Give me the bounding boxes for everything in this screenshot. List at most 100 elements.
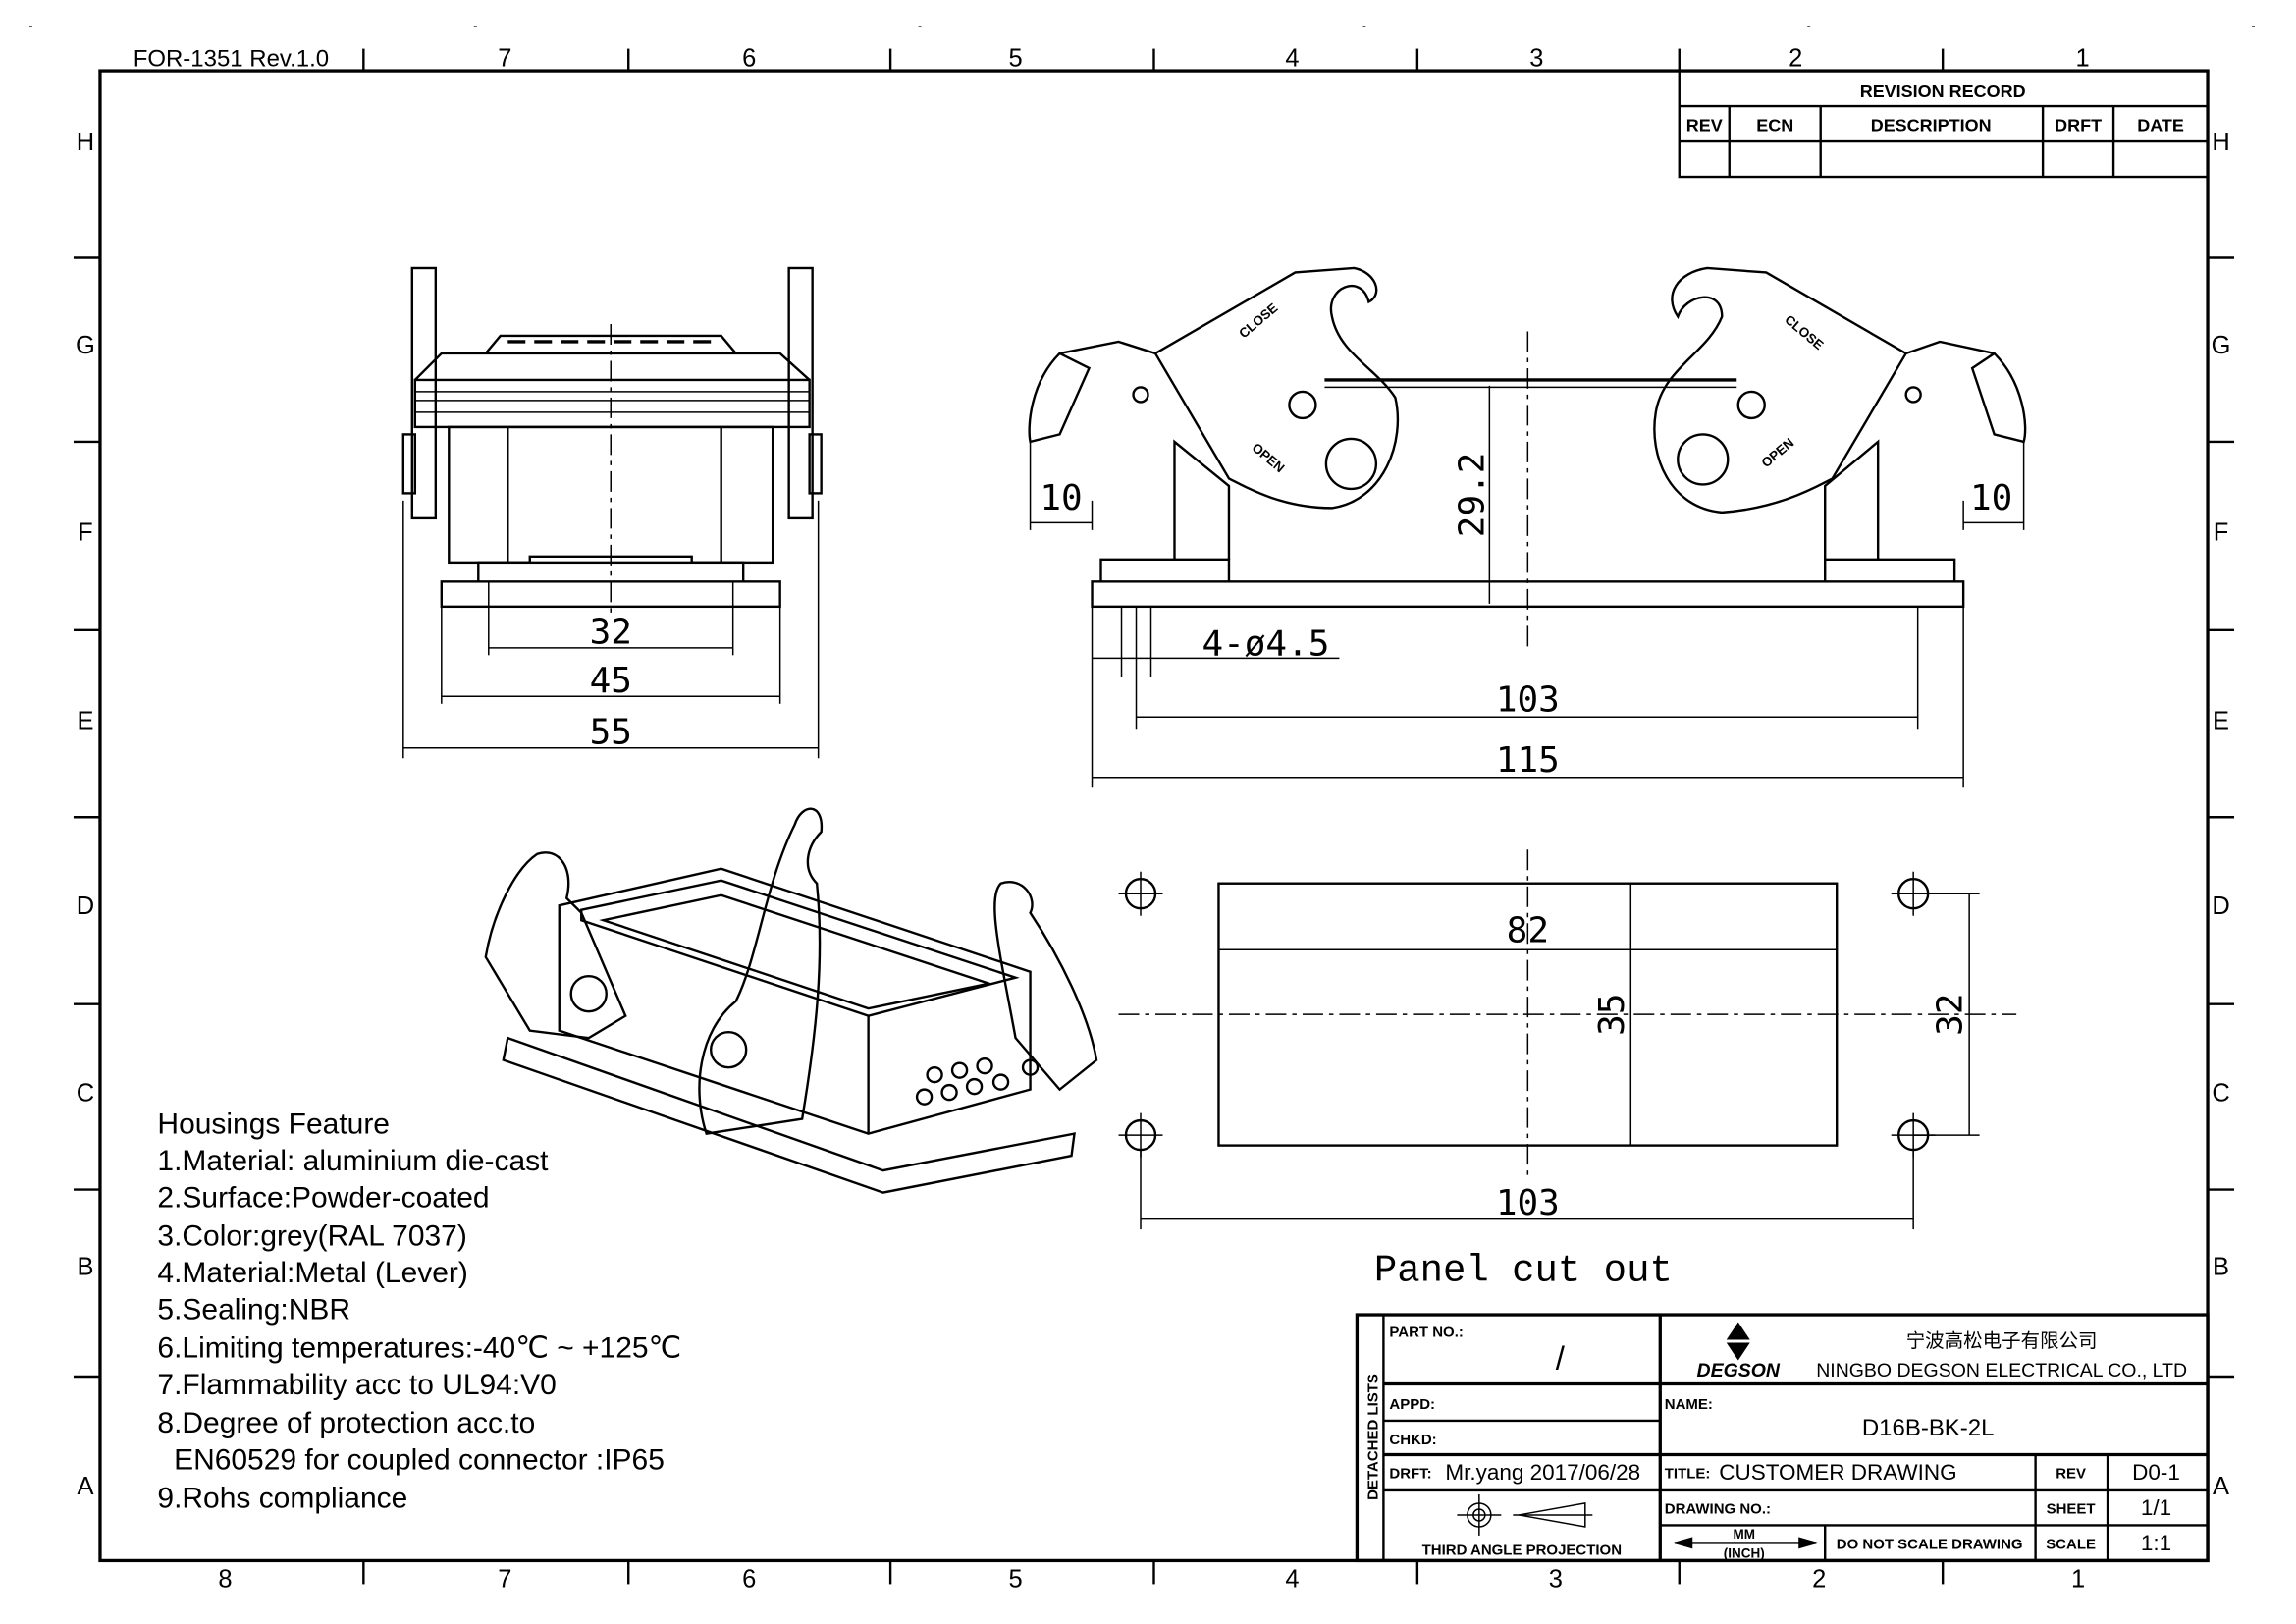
zone-col: 1 <box>2076 45 2090 73</box>
zone-col: 4 <box>1285 45 1299 73</box>
title-value: CUSTOMER DRAWING <box>1719 1460 1956 1485</box>
company-name-cn: 宁波高松电子有限公司 <box>1906 1330 2098 1352</box>
zone-col: 5 <box>1008 45 1022 73</box>
part-no-label: PART NO.: <box>1389 1325 1463 1341</box>
zone-col: 2 <box>1812 1565 1826 1593</box>
feature-item: 6.Limiting temperatures:-40℃ ~ +125℃ <box>157 1332 681 1365</box>
zone-col: 2 <box>1789 45 1802 73</box>
left-lever <box>1059 266 1400 510</box>
zone-row: G <box>76 332 95 359</box>
dim-45: 45 <box>590 661 632 701</box>
drft-value: Mr.yang 2017/06/28 <box>1445 1460 1640 1485</box>
side-view: CLOSE OPEN CLOSE OPEN <box>1028 266 2027 648</box>
dim-35: 35 <box>1592 994 1632 1036</box>
sheet-value: 1/1 <box>2141 1495 2171 1520</box>
revision-title: REVISION RECORD <box>1860 81 2026 101</box>
dim-10-left: 10 <box>1040 478 1082 518</box>
feature-item: 1.Material: aluminium die-cast <box>157 1145 549 1177</box>
dim-10-right: 10 <box>1970 478 2012 518</box>
right-lever <box>1653 266 1995 514</box>
title-label: TITLE: <box>1665 1465 1711 1482</box>
zone-col: 5 <box>1008 1565 1022 1593</box>
do-not-scale-note: DO NOT SCALE DRAWING <box>1837 1536 2023 1552</box>
col-rev: REV <box>1686 116 1723 135</box>
dim-103-cutout: 103 <box>1496 1183 1560 1223</box>
feature-item: 2.Surface:Powder-coated <box>157 1182 489 1215</box>
drawing-no-label: DRAWING NO.: <box>1665 1500 1771 1517</box>
zone-row: A <box>77 1473 93 1500</box>
revision-record-table: REVISION RECORD REV ECN DESCRIPTION DRFT… <box>1678 69 2210 179</box>
third-angle-projection-icon <box>1457 1493 1593 1536</box>
zone-row: A <box>2213 1473 2229 1500</box>
zone-row: E <box>2213 707 2229 734</box>
zone-row: H <box>2212 129 2229 156</box>
dim-holes: 4-ø4.5 <box>1201 623 1329 664</box>
rev-label: REV <box>2056 1465 2086 1482</box>
zone-labels: FOR-1351 Rev.1.0 7 6 5 4 3 2 1 8 7 6 5 4… <box>76 45 2230 1594</box>
features-list: Housings Feature 1.Material: aluminium d… <box>157 1109 681 1515</box>
unit-inch: (INCH) <box>1724 1545 1765 1560</box>
form-id: FOR-1351 Rev.1.0 <box>133 46 329 73</box>
zone-row: H <box>77 129 94 156</box>
zone-col: 8 <box>218 1565 232 1593</box>
feature-item: EN60529 for coupled connector :IP65 <box>157 1443 664 1476</box>
unit-mm: MM <box>1734 1527 1755 1542</box>
feature-item: 5.Sealing:NBR <box>157 1294 350 1326</box>
drft-label: DRFT: <box>1389 1465 1431 1482</box>
zone-row: F <box>2214 518 2229 546</box>
feature-item: 4.Material:Metal (Lever) <box>157 1257 467 1289</box>
part-no-value: / <box>1556 1340 1566 1377</box>
title-block: DETACHED LISTS PART NO.: APPD: CHKD: DRF… <box>1355 1313 2210 1563</box>
chkd-label: CHKD: <box>1389 1432 1436 1448</box>
zone-col: 7 <box>498 45 511 73</box>
degson-logo: DEGSON <box>1697 1322 1781 1381</box>
dim-55: 55 <box>590 712 632 752</box>
lever-label-close: CLOSE <box>1236 300 1280 341</box>
sheet-label: SHEET <box>2047 1500 2096 1517</box>
rev-value: D0-1 <box>2132 1460 2180 1485</box>
zone-row: C <box>77 1080 94 1108</box>
dim-32: 32 <box>590 612 632 652</box>
projection-label: THIRD ANGLE PROJECTION <box>1422 1542 1622 1558</box>
svg-text:DEGSON: DEGSON <box>1697 1360 1781 1381</box>
zone-row: G <box>2212 332 2231 359</box>
zone-row: D <box>2212 893 2229 920</box>
zone-col: 1 <box>2071 1565 2085 1593</box>
zone-row: B <box>2213 1254 2229 1281</box>
zone-row: F <box>78 518 93 546</box>
unit-arrow-icon <box>1672 1537 1820 1549</box>
lever-label-open: OPEN <box>1759 435 1797 470</box>
feature-item: 8.Degree of protection acc.to <box>157 1407 535 1439</box>
panel-cutout-label: Panel cut out <box>1374 1250 1673 1293</box>
col-description: DESCRIPTION <box>1871 116 1992 135</box>
front-view <box>401 266 823 619</box>
panel-cutout-view <box>1118 849 2017 1230</box>
zone-ticks <box>73 48 2235 1585</box>
zone-row: C <box>2212 1080 2229 1108</box>
isometric-view <box>484 807 1098 1194</box>
zone-row: E <box>77 707 93 734</box>
scale-label: SCALE <box>2046 1536 2096 1552</box>
side-dimensions <box>1029 385 2025 788</box>
col-drft: DRFT <box>2055 116 2102 135</box>
zone-col: 6 <box>742 45 756 73</box>
zone-col: 4 <box>1285 1565 1299 1593</box>
zone-row: D <box>77 893 94 920</box>
col-ecn: ECN <box>1756 116 1793 135</box>
features-title: Housings Feature <box>157 1109 390 1141</box>
appd-label: APPD: <box>1389 1396 1435 1413</box>
lever-label-close: CLOSE <box>1782 312 1826 352</box>
zone-col: 3 <box>1529 45 1543 73</box>
lever-label-open: OPEN <box>1250 440 1288 475</box>
company-name-en: NINGBO DEGSON ELECTRICAL CO., LTD <box>1816 1360 2187 1381</box>
dim-32-cutout: 32 <box>1931 994 1971 1036</box>
feature-item: 3.Color:grey(RAL 7037) <box>157 1220 466 1253</box>
zone-col: 3 <box>1549 1565 1563 1593</box>
detached-lists-label: DETACHED LISTS <box>1364 1374 1381 1500</box>
feature-item: 7.Flammability acc to UL94:V0 <box>157 1369 556 1401</box>
zone-row: B <box>77 1254 93 1281</box>
zone-col: 6 <box>742 1565 756 1593</box>
zone-col: 7 <box>498 1565 511 1593</box>
dim-29-2: 29.2 <box>1452 453 1492 538</box>
